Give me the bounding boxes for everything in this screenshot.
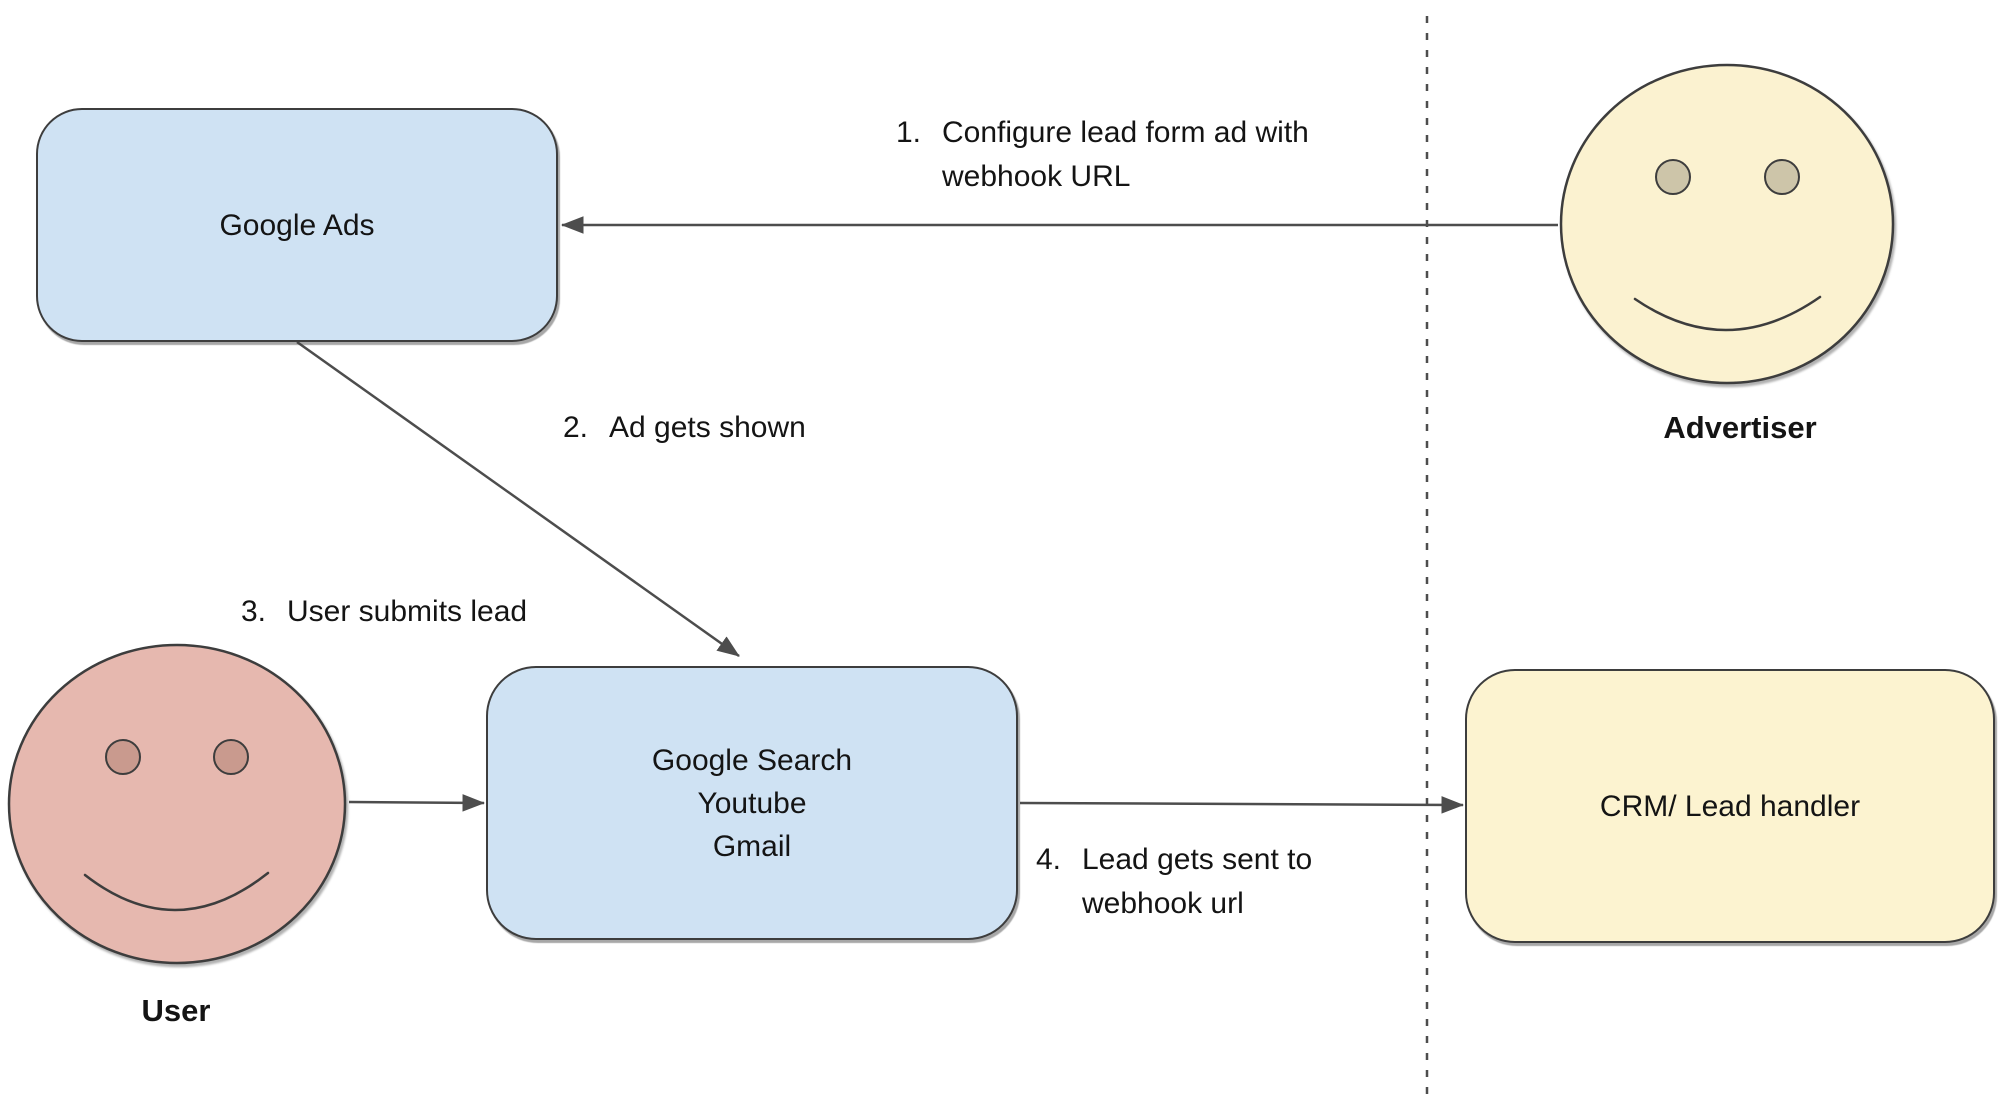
annotation-step4: 4. Lead gets sent to webhook url <box>1036 838 1312 926</box>
arrow-step4-lead-sent <box>1019 796 1464 814</box>
annotation-step1: 1. Configure lead form ad with webhook U… <box>896 111 1309 199</box>
annotation-step1-number: 1. <box>896 116 922 149</box>
node-crm-label: CRM/ Lead handler <box>1599 789 1861 823</box>
user-face-icon <box>7 643 347 965</box>
user-smile-icon <box>83 871 270 912</box>
annotation-step2: 2. Ad gets shown <box>563 406 806 450</box>
node-google-surfaces-line-1: Google Search <box>651 743 853 777</box>
arrow-step3-user-submits <box>348 794 485 812</box>
advertiser-label: Advertiser <box>1663 410 1817 445</box>
user-label: User <box>141 993 211 1028</box>
advertiser-head-shape <box>1559 63 1895 385</box>
advertiser-left-eye-icon <box>1655 159 1691 195</box>
annotation-step1-line1: Configure lead form ad with <box>942 116 1309 149</box>
user-head-shape <box>7 643 347 965</box>
advertiser-right-eye-icon <box>1764 159 1800 195</box>
user-right-eye-icon <box>213 739 249 775</box>
node-google-ads-label: Google Ads <box>219 208 375 242</box>
annotation-step3-number: 3. <box>241 595 267 628</box>
advertiser-smile-icon <box>1633 295 1822 332</box>
node-google-surfaces-line-3: Gmail <box>712 829 792 863</box>
annotation-step4-number: 4. <box>1036 843 1062 876</box>
annotation-step3: 3. User submits lead <box>241 590 527 634</box>
node-google-surfaces-line-2: Youtube <box>697 786 807 820</box>
node-crm-lead-handler: CRM/ Lead handler <box>1465 669 1995 943</box>
advertiser-face-icon <box>1559 63 1895 385</box>
annotation-step4-line2: webhook url <box>1082 887 1244 920</box>
annotation-step1-line2: webhook URL <box>942 160 1131 193</box>
annotation-step3-line1: User submits lead <box>287 595 528 628</box>
annotation-step4-line1: Lead gets sent to <box>1082 843 1313 876</box>
node-google-ads: Google Ads <box>36 108 558 342</box>
annotation-step2-line1: Ad gets shown <box>609 411 806 444</box>
annotation-step2-number: 2. <box>563 411 589 444</box>
node-google-surfaces: Google Search Youtube Gmail <box>486 666 1018 940</box>
user-left-eye-icon <box>105 739 141 775</box>
